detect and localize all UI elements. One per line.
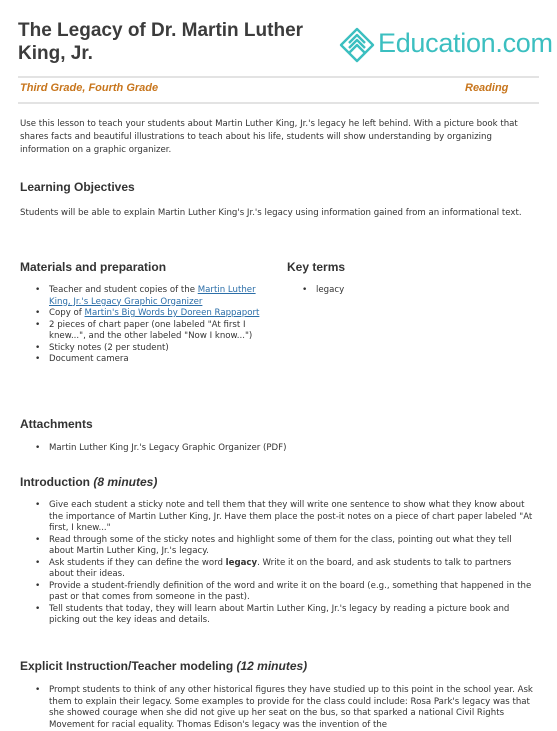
materials-heading: Materials and preparation	[20, 260, 167, 274]
list-item: Copy of Martin's Big Words by Doreen Rap…	[34, 308, 279, 320]
list-item: Tell students that today, they will lear…	[34, 604, 534, 627]
list-item: 2 pieces of chart paper (one labeled "At…	[34, 320, 279, 343]
explicit-instruction-list: Prompt students to think of any other hi…	[34, 685, 534, 731]
key-terms-heading: Key terms	[287, 260, 346, 274]
list-item: Ask students if they can define the word…	[34, 558, 534, 581]
list-item: Provide a student-friendly definition of…	[34, 581, 534, 604]
page-title: The Legacy of Dr. Martin Luther King, Jr…	[18, 20, 304, 64]
attachment-link[interactable]: Martin Luther King Jr.'s Legacy Graphic …	[34, 443, 534, 455]
list-item: Document camera	[34, 354, 279, 366]
list-item: Give each student a sticky note and tell…	[34, 500, 534, 535]
objectives-text: Students will be able to explain Martin …	[20, 208, 522, 218]
list-item: Read through some of the sticky notes an…	[34, 535, 534, 558]
attachments-list: Martin Luther King Jr.'s Legacy Graphic …	[34, 443, 534, 455]
explicit-instruction-heading: Explicit Instruction/Teacher modeling (1…	[20, 659, 308, 673]
introduction-heading: Introduction (8 minutes)	[20, 475, 158, 489]
introduction-list: Give each student a sticky note and tell…	[34, 500, 534, 627]
attachments-heading: Attachments	[20, 417, 93, 431]
grade-level: Third Grade, Fourth Grade	[20, 82, 159, 94]
subject: Reading	[465, 82, 509, 94]
list-item: legacy	[301, 285, 531, 297]
list-item: Sticky notes (2 per student)	[34, 343, 279, 355]
materials-list: Teacher and student copies of the Martin…	[34, 285, 279, 366]
key-terms-list: legacy	[301, 285, 531, 297]
list-item: Prompt students to think of any other hi…	[34, 685, 534, 731]
graphic-organizer-link[interactable]: Martin Luther King, Jr.'s Legacy Graphic…	[49, 285, 256, 307]
logo-text: Education.com	[378, 28, 553, 58]
objectives-heading: Learning Objectives	[20, 180, 135, 194]
martins-big-words-link[interactable]: Martin's Big Words by Doreen Rappaport	[84, 308, 260, 318]
page-header: The Legacy of Dr. Martin Luther King, Jr…	[0, 0, 557, 70]
lesson-description: Use this lesson to teach your students a…	[20, 119, 518, 155]
logo-diamond-icon	[339, 27, 375, 63]
list-item: Teacher and student copies of the Martin…	[34, 285, 279, 308]
meta-bar: Third Grade, Fourth Grade Reading	[18, 76, 539, 104]
education-com-logo[interactable]: Education.com	[337, 26, 553, 66]
